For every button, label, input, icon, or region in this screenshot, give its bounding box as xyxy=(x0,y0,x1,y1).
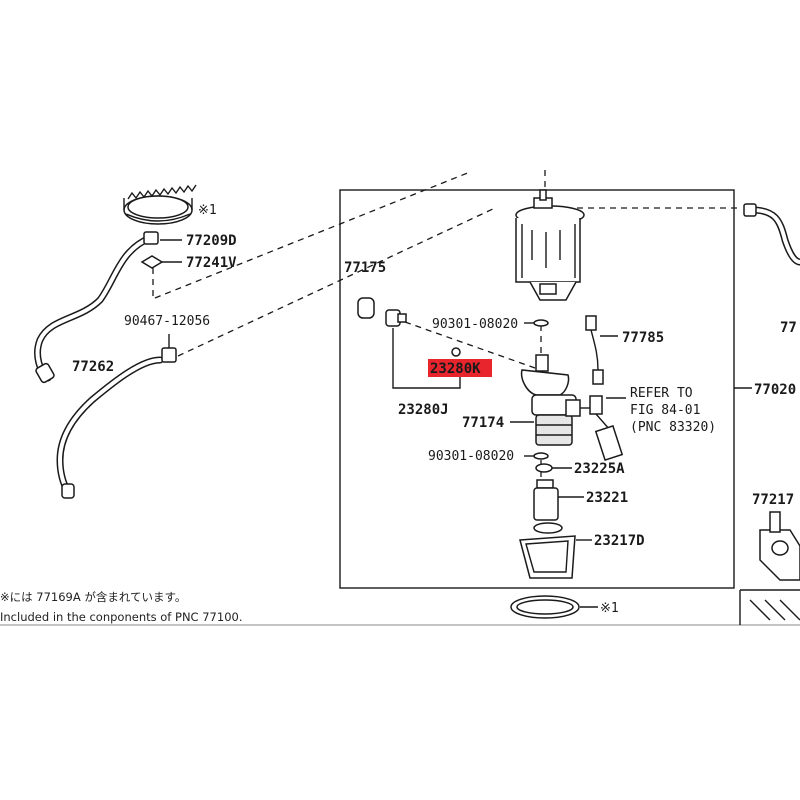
label-90301-08020-lower: 90301-08020 xyxy=(428,449,514,464)
lock-ring-icon xyxy=(123,184,197,225)
gasket-icon xyxy=(451,347,461,357)
wire-harness-icon xyxy=(585,315,618,385)
filter-icon xyxy=(385,309,407,327)
hose-clamp-icon xyxy=(161,334,177,363)
label-77020: 77020 xyxy=(754,382,796,398)
mark-1-bottom: ※1 xyxy=(600,601,619,616)
mark-1-top: ※1 xyxy=(198,203,217,218)
label-77-edge: 77 xyxy=(780,320,797,336)
fuel-pump-icon xyxy=(533,479,584,521)
label-77174: 77174 xyxy=(462,415,504,431)
vent-hose-upper-icon xyxy=(34,231,159,384)
assembly-frame xyxy=(339,189,735,589)
refer-line-2: FIG 84-01 xyxy=(630,403,700,418)
o-ring-lower-icon xyxy=(533,452,549,460)
highlight-box xyxy=(428,359,492,377)
label-77217: 77217 xyxy=(752,492,794,508)
o-ring-upper-icon xyxy=(533,319,549,327)
label-23280j: 23280J xyxy=(398,402,449,418)
label-90301-08020-upper: 90301-08020 xyxy=(432,317,518,332)
refer-line-3: (PNC 83320) xyxy=(630,420,716,435)
footnote-jp: ※には 77169A が含まれています。 xyxy=(0,590,186,604)
label-23221: 23221 xyxy=(586,490,628,506)
label-77785: 77785 xyxy=(622,330,664,346)
label-23217d: 23217D xyxy=(594,533,645,549)
right-bracket-icon xyxy=(739,511,800,625)
clip-icon xyxy=(140,255,164,269)
pump-filter-icon xyxy=(519,522,592,579)
vent-hose-lower-icon xyxy=(56,356,164,499)
tank-gasket-icon xyxy=(510,595,598,619)
label-77209d: 77209D xyxy=(186,233,237,249)
right-hose-icon xyxy=(743,203,800,266)
label-23280k: 23280K xyxy=(430,361,481,377)
refer-line-1: REFER TO xyxy=(630,386,693,401)
label-23225a: 23225A xyxy=(574,461,625,477)
pump-bracket-icon xyxy=(515,189,585,301)
label-90467-12056: 90467-12056 xyxy=(124,314,210,329)
label-77175: 77175 xyxy=(344,260,386,276)
retainer-icon xyxy=(535,463,553,473)
footnote-en: Included in the conponents of PNC 77100. xyxy=(0,610,242,624)
cushion-icon xyxy=(357,297,375,319)
label-77241v: 77241V xyxy=(186,255,237,271)
label-77262: 77262 xyxy=(72,359,114,375)
pump-body-icon xyxy=(510,354,626,461)
